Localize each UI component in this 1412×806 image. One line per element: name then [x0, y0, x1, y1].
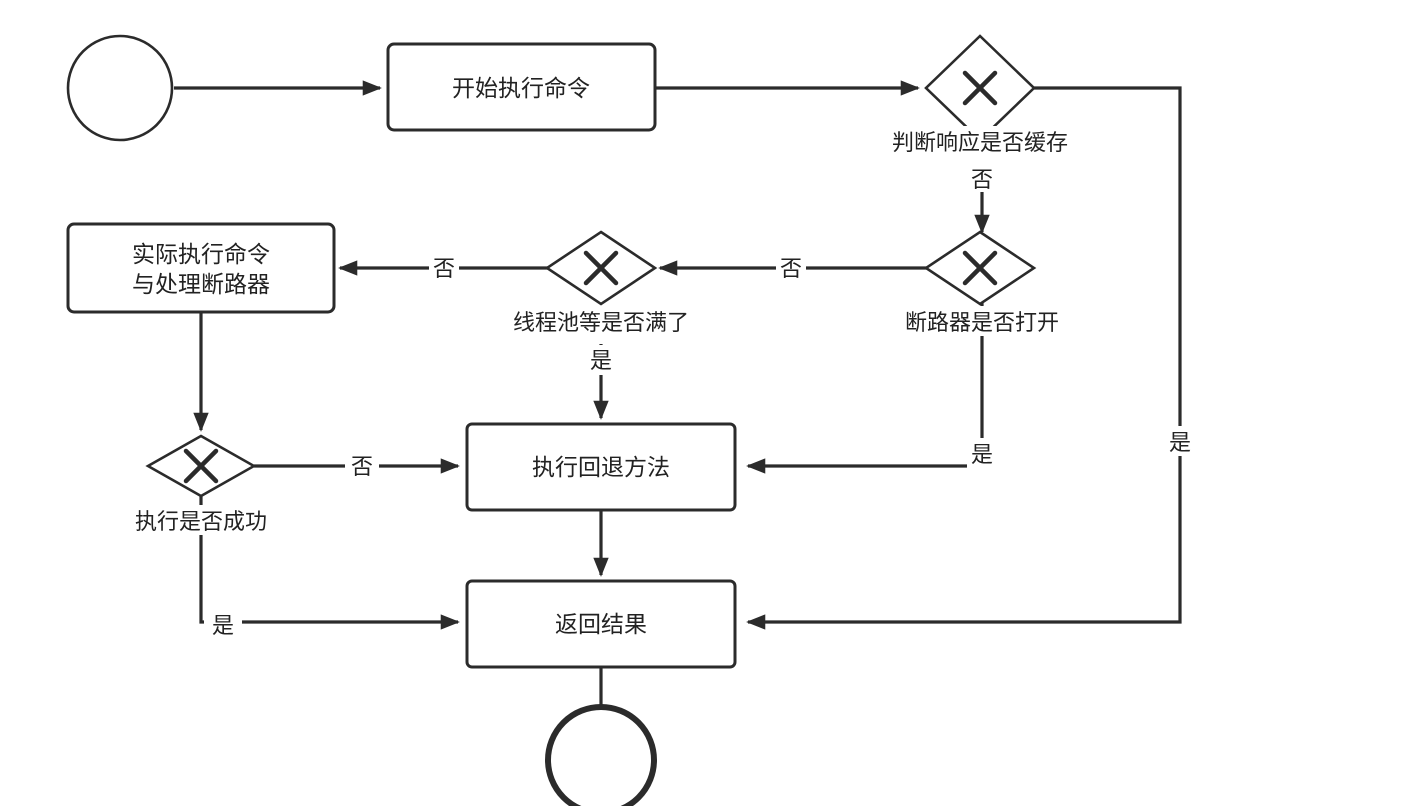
task-actual-execute-label-line2: 与处理断路器 — [132, 272, 270, 298]
task-fallback: 执行回退方法 — [465, 422, 737, 512]
edge-labels: 否 是 否 是 否 是 否 是 — [204, 164, 1195, 639]
edge-cache-yes-to-return — [746, 86, 1182, 630]
gateway-circuit-open — [923, 230, 1037, 306]
task-actual-execute: 实际执行命令 与处理断路器 — [66, 222, 336, 314]
task-start-execute: 开始执行命令 — [386, 42, 657, 132]
task-return-result: 返回结果 — [465, 579, 737, 669]
edge-label-pool-yes: 是 — [590, 349, 612, 374]
edge-label-exec-yes: 是 — [212, 614, 234, 639]
gateway-pool-full — [544, 230, 658, 306]
start-event — [66, 34, 174, 142]
edge-label-circuit-no: 否 — [780, 257, 802, 282]
gateway-cache-check — [924, 34, 1036, 142]
gateway-labels: 判断响应是否缓存 断路器是否打开 线程池等是否满了 执行是否成功 — [95, 126, 1120, 535]
task-start-execute-label: 开始执行命令 — [452, 76, 590, 102]
edge-label-pool-no: 否 — [433, 257, 455, 282]
gateway-exec-success-label: 执行是否成功 — [135, 510, 267, 535]
edge-label-cache-no: 否 — [971, 168, 993, 193]
task-actual-execute-label-line1: 实际执行命令 — [132, 242, 270, 268]
edge-label-circuit-yes: 是 — [971, 443, 993, 468]
end-event — [545, 704, 657, 806]
gateway-circuit-open-label: 断路器是否打开 — [905, 311, 1059, 336]
gateway-cache-check-label: 判断响应是否缓存 — [892, 131, 1068, 156]
task-return-result-label: 返回结果 — [555, 612, 647, 638]
edge-label-cache-yes: 是 — [1169, 431, 1191, 456]
task-fallback-label: 执行回退方法 — [532, 455, 670, 481]
edge-exec-yes-to-return — [199, 494, 460, 630]
gateway-exec-success — [145, 434, 257, 498]
edge-label-exec-no: 否 — [351, 455, 373, 480]
gateway-pool-full-label: 线程池等是否满了 — [513, 311, 689, 336]
